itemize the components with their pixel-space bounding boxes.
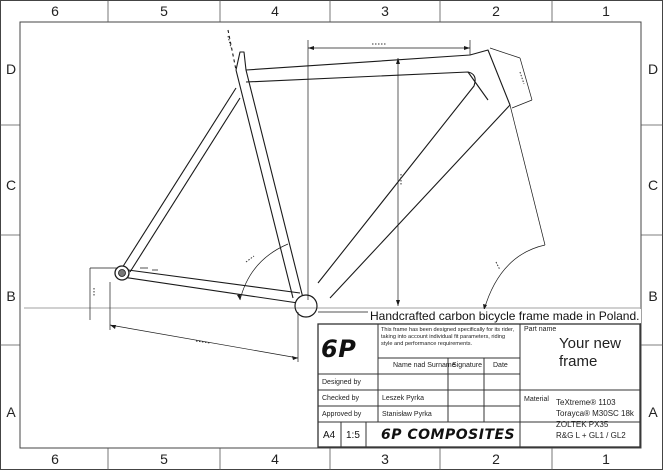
zone-row-left: B [6, 288, 16, 304]
row-name-approved: Stanisław Pyrka [382, 411, 432, 418]
row-label-checked: Checked by [322, 395, 359, 402]
header-signature: Signature [452, 362, 482, 369]
zone-col-bottom: 6 [51, 451, 59, 467]
material-label: Material [524, 396, 549, 403]
zone-col-top: 4 [271, 3, 279, 19]
zone-col-top: 3 [381, 3, 389, 19]
zone-col-bottom: 1 [602, 451, 610, 467]
zone-col-top: 6 [51, 3, 59, 19]
material-line: TeXtreme® 1103 [556, 398, 616, 407]
zone-row-right: A [648, 404, 658, 420]
title-block-lines [317, 323, 641, 448]
zone-row-right: C [647, 177, 659, 193]
zone-col-top: 1 [602, 3, 610, 19]
zone-row-right: B [648, 288, 658, 304]
zone-row-left: D [5, 61, 17, 77]
zone-col-bottom: 4 [271, 451, 279, 467]
zone-row-left: C [5, 177, 17, 193]
zone-col-bottom: 5 [160, 451, 168, 467]
part-name-value: Your new frame [559, 335, 621, 370]
zone-col-top: 5 [160, 3, 168, 19]
material-line: Torayca® M30SC 18k [556, 409, 634, 418]
drawing-scale: 1:5 [346, 430, 360, 441]
part-name-label: Part name [524, 326, 557, 333]
header-name: Name nad Surname [393, 362, 456, 369]
material-line: ZOLTEK PX35 [556, 420, 609, 429]
bottom-bracket [294, 294, 318, 318]
material-line: R&G L + GL1 / GL2 [556, 431, 626, 440]
sheet-size: A4 [323, 430, 336, 441]
zone-col-bottom: 3 [381, 451, 389, 467]
zone-row-right: D [647, 61, 659, 77]
company-name: 6P COMPOSITES [381, 427, 516, 443]
zone-col-top: 2 [492, 3, 500, 19]
header-date: Date [493, 362, 508, 369]
dimension-arrows [110, 46, 487, 360]
row-label-approved: Approved by [322, 411, 362, 418]
zone-col-bottom: 2 [492, 451, 500, 467]
frame-description: This frame has been designed specificall… [381, 327, 515, 347]
drawing-caption: Handcrafted carbon bicycle frame made in… [368, 309, 642, 323]
row-label-designed: Designed by [322, 379, 361, 386]
row-name-checked: Leszek Pyrka [382, 395, 425, 402]
zone-row-left: A [6, 404, 16, 420]
dimension-value-placeholders [93, 35, 525, 344]
company-logo: 6P [321, 335, 357, 363]
frame-outline [121, 29, 511, 304]
dropout-and-bb [114, 265, 318, 318]
